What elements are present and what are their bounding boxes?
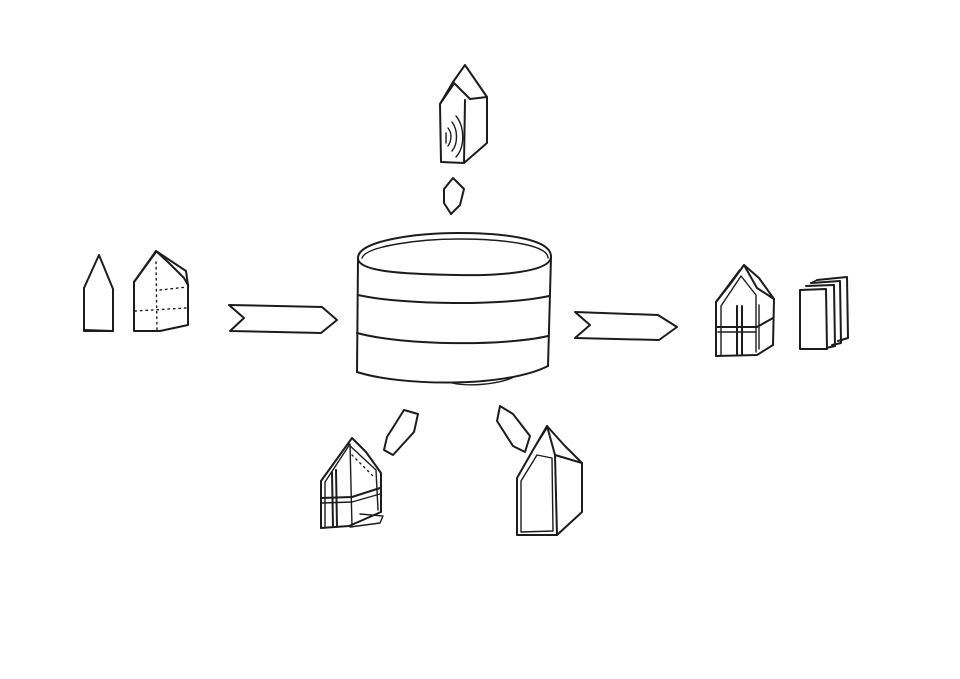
connector-bottom-left-diamond [383,409,419,456]
document-stack-icon [799,276,849,350]
database-cylinder-icon [356,232,553,386]
source-building-house-icon [133,250,189,332]
arrow-left-to-database [228,304,338,334]
connector-bottom-right-diamond [496,405,531,453]
framed-building-bottom-left-icon [320,437,384,529]
framed-building-right-icon [715,264,775,357]
connector-top-diamond [443,177,465,215]
source-building-spire-icon [83,254,114,332]
wireless-building-icon [439,64,488,164]
building-bottom-right-icon [516,425,583,536]
arrow-database-to-right [574,311,678,341]
